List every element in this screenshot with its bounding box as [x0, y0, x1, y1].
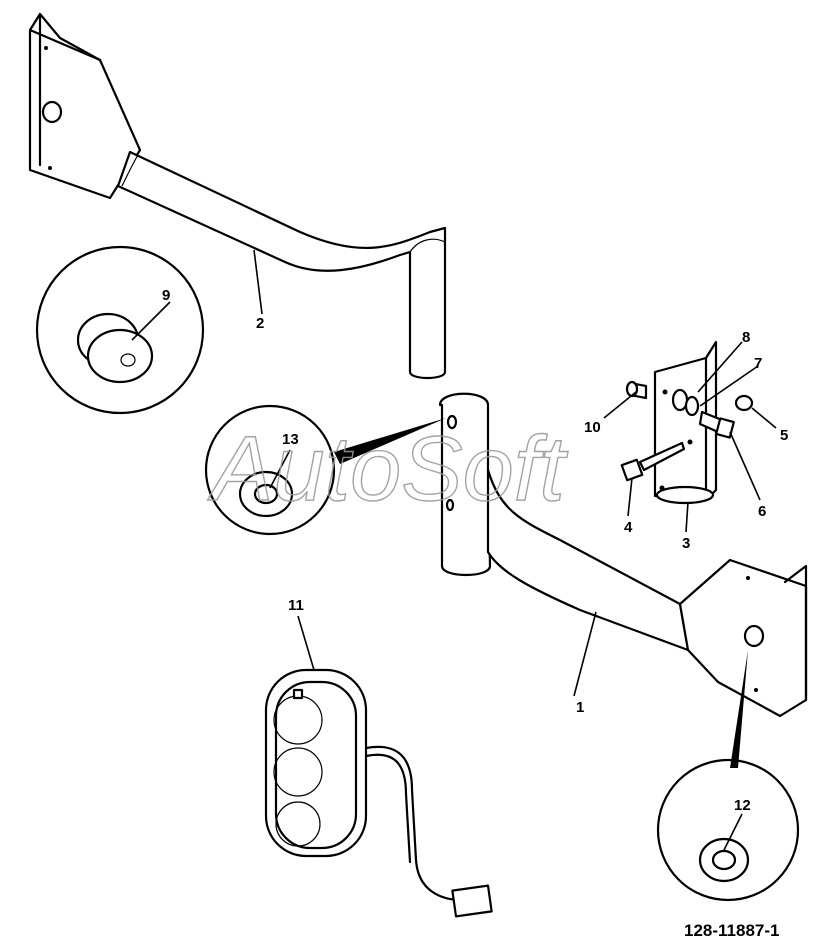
callout-2: 2: [256, 315, 264, 332]
detail-circle-13: [204, 404, 446, 536]
callout-6: 6: [758, 503, 766, 520]
washer-7: [684, 395, 700, 417]
callout-3: 3: [682, 535, 690, 552]
callout-8: 8: [742, 329, 750, 346]
detail-circle-9: [35, 245, 205, 415]
figure-id: 128-11887-1: [684, 921, 779, 940]
callout-4: 4: [624, 519, 633, 536]
clamp-assembly: [620, 340, 754, 505]
callout-labels: 1 2 3 4 5 6 7 8 9 10 11 12 13: [162, 287, 788, 814]
callout-7: 7: [754, 355, 762, 372]
callout-5: 5: [780, 427, 788, 444]
detail-circle-12: [656, 650, 800, 902]
callout-11: 11: [288, 597, 304, 614]
callout-10: 10: [584, 419, 601, 436]
nut-5: [734, 394, 754, 412]
lamp-unit: [264, 668, 493, 918]
bracket-arm-upper: [28, 12, 447, 380]
bracket-arm-lower: [438, 392, 808, 718]
callout-9: 9: [162, 287, 170, 304]
bolt-4: [638, 441, 686, 472]
watermark: AutoSoft: [207, 418, 568, 520]
washer-8: [671, 388, 689, 412]
callout-13: 13: [282, 431, 299, 448]
leader-lines: [131, 249, 777, 851]
callout-12: 12: [734, 797, 751, 814]
callout-1: 1: [576, 699, 584, 716]
